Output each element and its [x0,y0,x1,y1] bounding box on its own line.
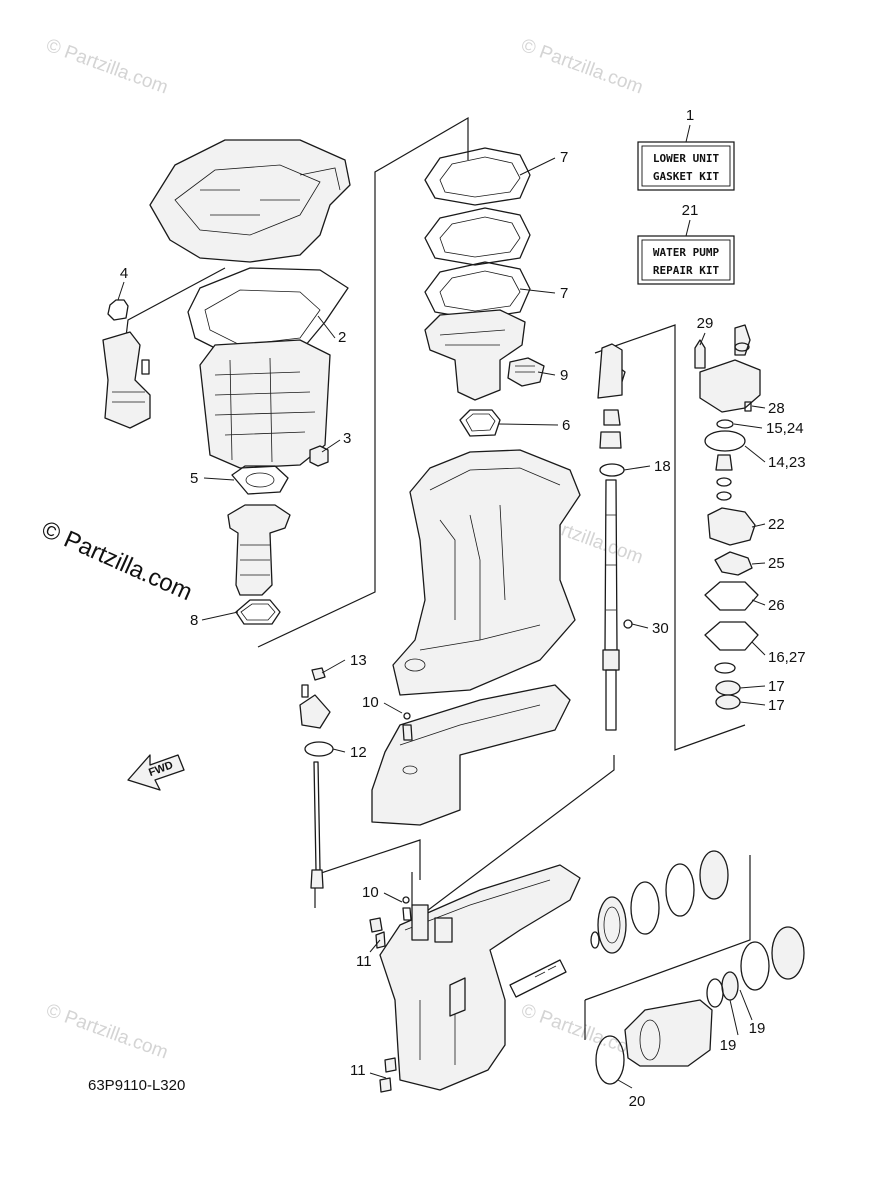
callout-18: 18 [654,458,671,475]
callout-17-upper: 17 [768,678,785,695]
part-9-drawing [507,357,545,387]
fwd-arrow: FWD [127,754,185,791]
callout-19-left: 19 [720,1037,737,1054]
spacer-drawing [371,684,571,826]
part-3-drawing [309,445,329,467]
water-pump-kit-box: WATER PUMP REPAIR KIT [637,235,735,285]
gears-drawing [590,850,805,1008]
callout-30: 30 [652,620,669,637]
leader-lines [117,124,766,1089]
callout-13: 13 [350,652,367,669]
callout-4: 4 [120,265,128,282]
part-6-drawing [459,409,501,437]
callout-6: 6 [562,417,570,434]
upper-casing-drawing [149,139,351,469]
callout-26: 26 [768,597,785,614]
water-pump-kit-line1: WATER PUMP [653,246,720,259]
callout-11-upper: 11 [356,953,372,970]
callout-2: 2 [338,329,346,346]
callout-3: 3 [343,430,351,447]
upper-case-drawing [392,449,581,696]
callout-19-right: 19 [749,1020,766,1037]
callouts: 1 21 7 7 9 6 2 4 3 5 8 13 10 12 18 30 29… [120,107,806,1110]
callout-5: 5 [190,470,198,487]
callout-29: 29 [697,315,714,332]
diagram-code: 63P9110-L320 [88,1077,185,1094]
water-pump-drawing [694,324,761,710]
part-7-gaskets-drawing [424,147,531,320]
callout-20: 20 [629,1093,646,1110]
drive-shaft-drawing [597,343,633,731]
watermark-top-left: © Partzilla.com [43,35,170,99]
callout-8: 8 [190,612,198,629]
watermark-top-right: © Partzilla.com [518,35,645,99]
callout-17-lower: 17 [768,697,785,714]
gasket-kit-box: LOWER UNIT GASKET KIT [637,141,735,191]
part-5-drawing [231,465,289,495]
callout-7-lower: 7 [560,285,568,302]
callout-21: 21 [682,202,699,219]
propeller-shaft-drawing [509,959,567,998]
callout-15-24: 15,24 [766,420,804,437]
callout-7-upper: 7 [560,149,568,166]
lower-case-drawing [369,864,581,1093]
exhaust-guide-drawing [424,309,526,401]
propeller-shaft-housing-drawing [595,999,713,1085]
gasket-kit-line1: LOWER UNIT [653,152,720,165]
exhaust-tube-drawing [227,504,291,625]
watermark-large: © Partzilla.com [38,516,197,606]
shift-rod-drawing [299,667,413,889]
watermark-bottom-left: © Partzilla.com [43,1000,170,1064]
callout-9: 9 [560,367,568,384]
callout-28: 28 [768,400,785,417]
callout-11-lower: 11 [350,1062,366,1079]
callout-1: 1 [686,107,694,124]
part-4-drawing [102,299,151,429]
callout-22: 22 [768,516,785,533]
callout-10-lower: 10 [362,884,379,901]
water-pump-kit-line2: REPAIR KIT [653,264,720,277]
callout-12: 12 [350,744,367,761]
callout-10-upper: 10 [362,694,379,711]
callout-25: 25 [768,555,785,572]
callout-14-23: 14,23 [768,454,806,471]
callout-16-27: 16,27 [768,649,806,666]
gasket-kit-line2: GASKET KIT [653,170,720,183]
